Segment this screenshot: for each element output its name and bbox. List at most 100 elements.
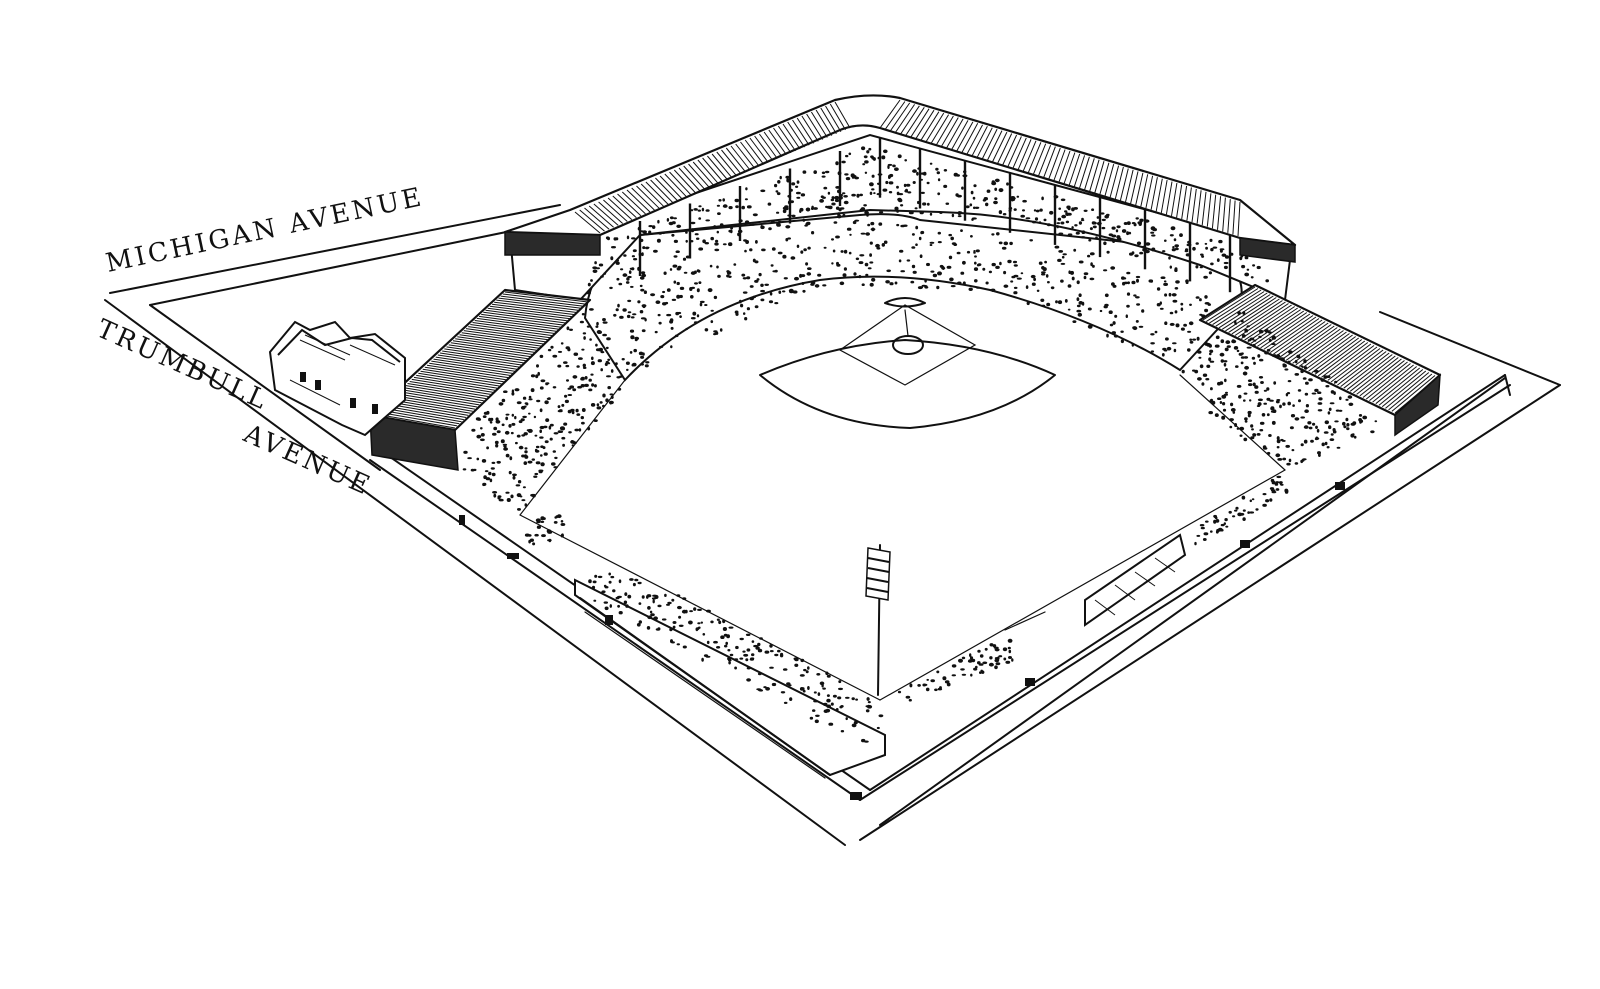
crowd-figure	[939, 211, 943, 214]
crowd-figure	[838, 687, 843, 691]
crowd-figure	[623, 600, 628, 605]
crowd-figure	[1168, 292, 1172, 297]
roof-hatch-line	[961, 123, 979, 153]
crowd-figure	[919, 254, 923, 258]
crowd-figure	[561, 436, 566, 440]
crowd-figure	[900, 224, 905, 228]
crowd-figure	[502, 443, 508, 446]
crowd-figure	[534, 434, 538, 437]
crowd-figure	[1317, 391, 1322, 395]
crowd-figure	[1263, 447, 1268, 450]
roof-hatch-line	[664, 173, 687, 198]
crowd-figure	[974, 261, 977, 265]
crowd-figure	[973, 206, 976, 210]
crowd-figure	[783, 701, 788, 705]
roof-hatch-line	[946, 118, 964, 149]
crowd-figure	[671, 233, 675, 237]
crowd-figure	[1250, 436, 1255, 440]
roof-hatch-line	[1241, 304, 1292, 340]
crowd-figure	[588, 378, 592, 382]
crowd-figure	[1279, 404, 1282, 409]
crowd-figure	[633, 348, 637, 353]
crowd-figure	[998, 188, 1004, 193]
crowd-figure	[1236, 349, 1240, 353]
crowd-figure	[869, 253, 872, 257]
crowd-figure	[985, 202, 989, 207]
crowd-figure	[650, 293, 656, 297]
crowd-figure	[963, 170, 967, 173]
roof-hatch-line	[749, 137, 769, 163]
crowd-figure	[482, 483, 486, 487]
crowd-figure	[1169, 311, 1174, 315]
crowd-figure	[702, 239, 706, 244]
roof-hatch-line	[607, 197, 633, 220]
crowd-figure	[1226, 345, 1231, 348]
crowd-figure	[1296, 354, 1301, 359]
crowd-figure	[528, 395, 532, 399]
crowd-figure	[631, 267, 635, 271]
roof-hatch-line	[420, 370, 502, 385]
crowd-figure	[975, 249, 980, 253]
crowd-figure	[629, 351, 633, 354]
crowd-figure	[984, 647, 988, 651]
crowd-figure	[1246, 325, 1250, 328]
roof-hatch-line	[905, 107, 925, 136]
crowd-figure	[1223, 360, 1228, 363]
crowd-figure	[1038, 221, 1042, 224]
crowd-figure	[845, 177, 851, 181]
crowd-figure	[849, 233, 852, 236]
crowd-figure	[491, 461, 496, 464]
roof-hatch-line	[716, 151, 737, 177]
crowd-figure	[796, 180, 800, 184]
roof-hatch-line	[981, 128, 998, 160]
crowd-figure	[871, 188, 875, 191]
crowd-figure	[746, 666, 751, 670]
crowd-figure	[1022, 209, 1025, 212]
crowd-figure	[1208, 357, 1212, 362]
crowd-figure	[735, 645, 739, 650]
crowd-figure	[1294, 462, 1299, 465]
crowd-figure	[867, 267, 872, 270]
crowd-figure	[1164, 293, 1168, 297]
roof-hatch-line	[1234, 301, 1286, 336]
roof-hatch-line	[683, 165, 705, 190]
crowd-figure	[935, 167, 939, 171]
crowd-figure	[1009, 241, 1013, 246]
crowd-figure	[1180, 307, 1184, 311]
crowd-figure	[937, 178, 941, 182]
crowd-figure	[1025, 217, 1031, 220]
crowd-figure	[678, 615, 682, 619]
crowd-figure	[467, 457, 472, 460]
crowd-figure	[626, 314, 631, 319]
crowd-figure	[758, 272, 762, 277]
crowd-figure	[1064, 210, 1068, 213]
crowd-figure	[578, 428, 582, 432]
crowd-figure	[864, 740, 869, 743]
crowd-figure	[1249, 337, 1255, 341]
crowd-figure	[823, 702, 828, 707]
roof-hatch-line	[468, 326, 551, 339]
roof-hatch-line	[879, 99, 901, 129]
crowd-figure	[716, 646, 721, 649]
crowd-figure	[1057, 300, 1063, 305]
crowd-figure	[945, 202, 950, 205]
crowd-figure	[1289, 426, 1294, 430]
crowd-figure	[1047, 281, 1050, 284]
crowd-figure	[684, 609, 688, 614]
crowd-figure	[1298, 399, 1301, 403]
crowd-figure	[597, 359, 602, 363]
crowd-figure	[841, 160, 846, 164]
crowd-figure	[1013, 208, 1017, 211]
crowd-figure	[576, 413, 581, 416]
roof-hatch-line	[411, 378, 493, 393]
crowd-figure	[760, 283, 764, 287]
crowd-figure	[689, 610, 693, 613]
crowd-figure	[1240, 319, 1244, 323]
crowd-figure	[554, 456, 558, 460]
crowd-figure	[727, 649, 731, 652]
crowd-figure	[617, 595, 622, 599]
crowd-figure	[839, 281, 845, 286]
crowd-figure	[1060, 262, 1066, 265]
crowd-figure	[764, 650, 770, 654]
roof-hatch-line	[1202, 286, 1256, 321]
